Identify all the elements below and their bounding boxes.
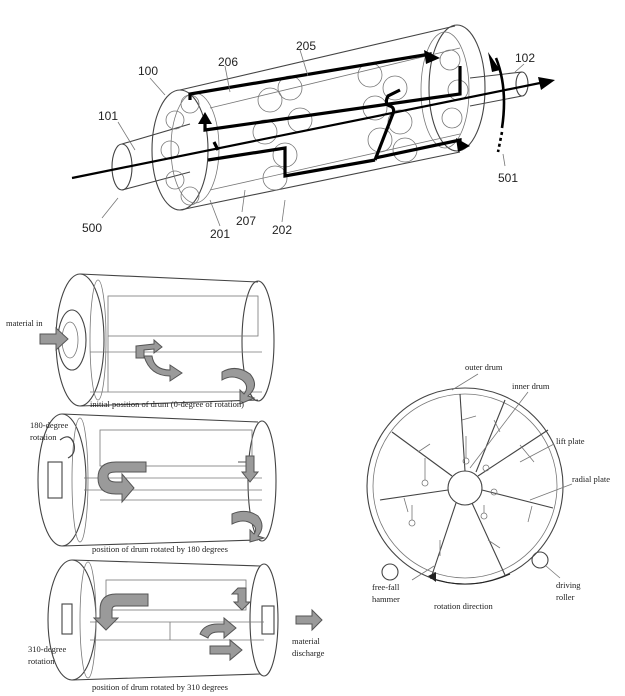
- drum-cross-section: outer drum inner drum lift plate radial …: [366, 362, 610, 611]
- ref-101: 101: [98, 109, 118, 123]
- rotation-180-label-2: rotation: [30, 432, 57, 442]
- inner-drum-label: inner drum: [512, 381, 550, 391]
- hammer-label: free-fall: [372, 582, 400, 592]
- ref-206: 206: [218, 55, 238, 69]
- radial-plates: [379, 393, 554, 576]
- ref-205: 205: [296, 39, 316, 53]
- rotation-310-label: 310-degree: [28, 644, 66, 654]
- inner-drum-circle: [447, 470, 483, 506]
- ref-202: 202: [272, 223, 292, 237]
- material-flow-path: [188, 50, 470, 178]
- rotation-180-label: 180-degree: [30, 420, 68, 430]
- driving-roller-left: [381, 563, 399, 581]
- ref-100: 100: [138, 64, 158, 78]
- material-discharge-arrow: [295, 608, 323, 632]
- caption-180: position of drum rotated by 180 degrees: [92, 544, 228, 554]
- lift-plate-label: lift plate: [556, 436, 585, 446]
- material-flow-axis: [71, 77, 555, 180]
- inner-chambers: [160, 47, 469, 206]
- inlet-pipe: [111, 123, 191, 191]
- ref-102: 102: [515, 51, 535, 65]
- hammer-label-2: hammer: [372, 594, 400, 604]
- outer-drum-label: outer drum: [465, 362, 503, 372]
- material-discharge-label-2: discharge: [292, 648, 325, 658]
- caption-initial: initial position of drum (0-degree of ro…: [90, 399, 244, 409]
- rotation-310-label-2: rotation: [28, 656, 55, 666]
- driving-roller-right: [531, 551, 549, 569]
- drum-panel-310: 310-degree rotation material discharge p…: [28, 559, 325, 692]
- material-in-label: material in: [6, 318, 43, 328]
- material-discharge-label: material: [292, 636, 320, 646]
- ref-500: 500: [82, 221, 102, 235]
- drum-panel-180: 180-degree rotation position of drum rot…: [30, 413, 277, 554]
- ref-207: 207: [236, 214, 256, 228]
- drum-panel-initial: material in initial position of drum (0-…: [6, 273, 275, 409]
- drum-isometric-figure: 100 101 102 205 206 207 201 202 500 501: [71, 24, 555, 241]
- outlet-pipe: [469, 71, 529, 107]
- radial-plate-label: radial plate: [572, 474, 610, 484]
- ref-501: 501: [498, 171, 518, 185]
- free-fall-hammers: [408, 436, 498, 527]
- caption-310: position of drum rotated by 310 degrees: [92, 682, 228, 692]
- rotation-arrow: [488, 52, 506, 153]
- roller-label-2: roller: [556, 592, 575, 602]
- roller-label: driving: [556, 580, 581, 590]
- leader-lines: [101, 49, 525, 227]
- ref-201: 201: [210, 227, 230, 241]
- rotation-direction-label: rotation direction: [434, 601, 494, 611]
- material-in-arrow: [39, 326, 69, 352]
